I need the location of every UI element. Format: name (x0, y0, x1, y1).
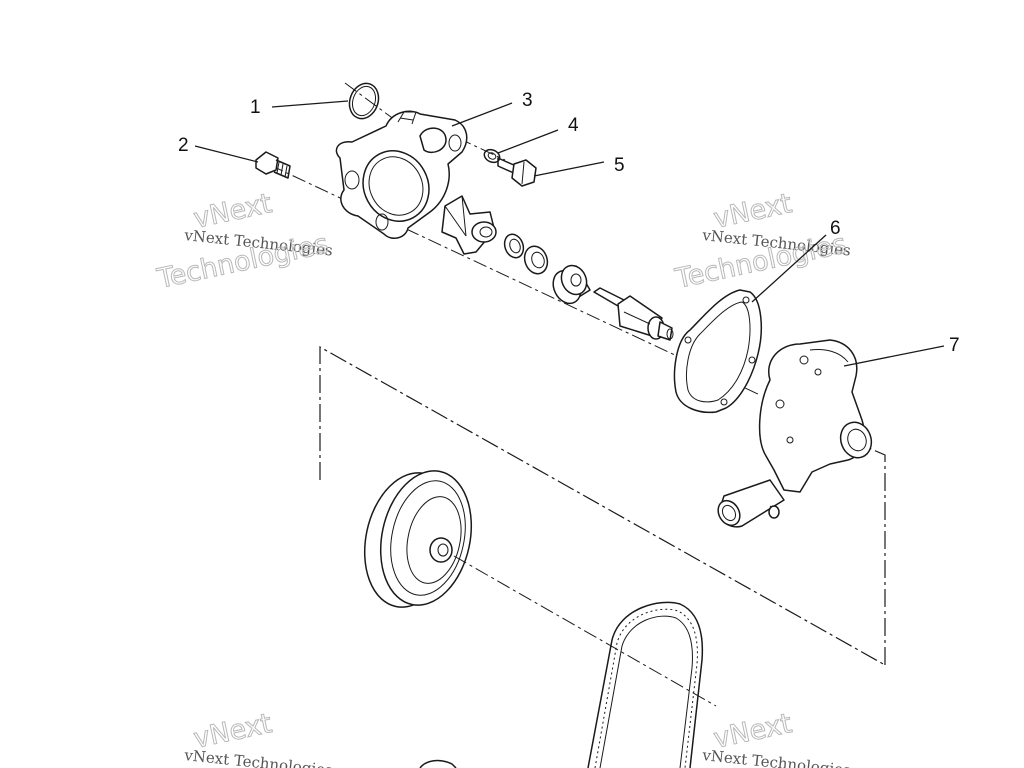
callout-1: 1 (250, 97, 261, 118)
callout-7: 7 (949, 335, 960, 356)
leader-line-1 (271, 100, 349, 108)
v-belt-part (587, 601, 704, 768)
seal-ring-part (503, 233, 525, 259)
pump-cover-part (335, 110, 468, 239)
bearing-part (523, 245, 549, 275)
watermark-text: vNext Technologies (183, 746, 334, 768)
oring-axis-line (344, 82, 396, 121)
pulley-axis-line (453, 555, 717, 707)
crank-pulley-edge (419, 759, 457, 768)
mechanical-seal-part (552, 264, 591, 305)
bleed-plug-part (255, 151, 291, 179)
o-ring-part (348, 82, 380, 120)
leader-line-3 (451, 102, 513, 127)
washer-part (483, 148, 501, 164)
gasket-part (673, 289, 763, 414)
callout-5: 5 (614, 155, 625, 176)
pulley-frame-right (861, 444, 886, 665)
callout-2: 2 (178, 135, 189, 156)
callout-3: 3 (522, 90, 533, 111)
impeller-part (441, 195, 497, 255)
callout-6: 6 (830, 218, 841, 239)
pulley-frame-left (319, 345, 886, 666)
callout-4: 4 (568, 115, 579, 136)
leader-line-6 (751, 234, 827, 303)
watermark-bottom-left: vNext vNext Technologies (183, 708, 334, 768)
pump-body-part (717, 339, 873, 528)
leader-line-4 (497, 129, 559, 154)
leader-line-2 (194, 145, 259, 163)
watermark-top-right: vNext vNext Technologies Technologies (672, 188, 852, 296)
pulley-part (363, 470, 473, 608)
watermark-top-left: vNext vNext Technologies Technologies (154, 188, 334, 296)
bolt-part (497, 157, 537, 187)
watermark-bottom-right: vNext vNext Technologies (701, 708, 852, 768)
leader-line-7 (843, 345, 945, 367)
leader-line-5 (533, 161, 605, 177)
watermark-text: vNext Technologies (701, 746, 852, 768)
pump-shaft-part (593, 287, 674, 341)
